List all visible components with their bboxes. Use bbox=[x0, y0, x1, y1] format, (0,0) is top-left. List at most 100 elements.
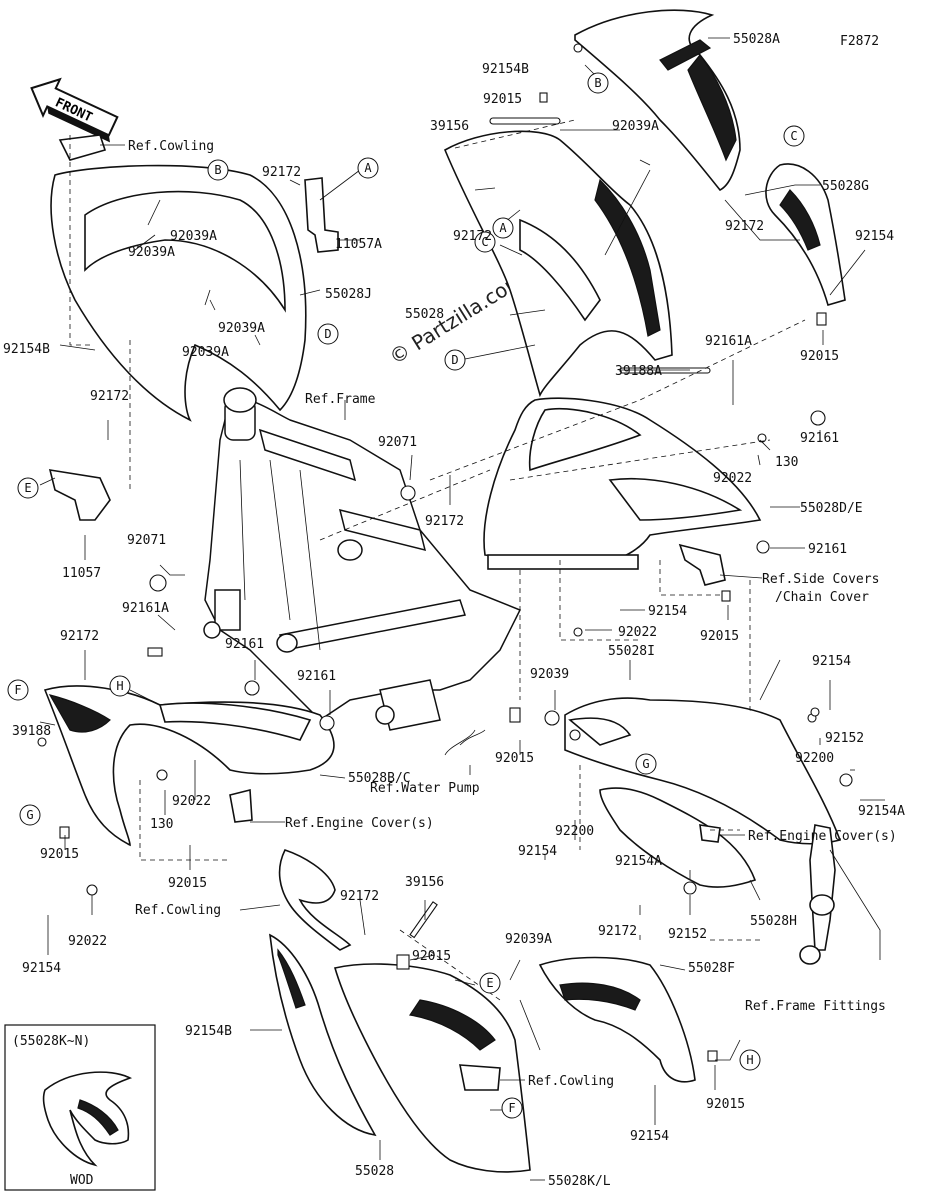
label-92022: 92022 bbox=[618, 625, 657, 640]
label-92161: 92161 bbox=[800, 431, 839, 446]
label-92172: 92172 bbox=[598, 924, 637, 939]
label-92039A: 92039A bbox=[218, 321, 265, 336]
lower-front-cowl-55028 bbox=[269, 933, 377, 1137]
svg-text:G: G bbox=[642, 757, 649, 771]
label-55028K-L: 55028K/L bbox=[548, 1174, 611, 1189]
callout-E-left: E bbox=[17, 477, 39, 499]
frame-fittings bbox=[799, 824, 836, 965]
callout-A-top: A bbox=[357, 157, 379, 179]
label-55028: 55028 bbox=[405, 307, 444, 322]
callout-G-right: G bbox=[635, 753, 657, 775]
callout-C-mid: C bbox=[474, 231, 496, 253]
side-cowl-center bbox=[443, 130, 673, 398]
callout-B-left: B bbox=[207, 159, 229, 181]
label-92154: 92154 bbox=[648, 604, 687, 619]
svg-text:E: E bbox=[486, 976, 493, 990]
small-cover-55028F bbox=[538, 956, 696, 1083]
callout-D-left: D bbox=[317, 323, 339, 345]
label-55028F: 55028F bbox=[688, 961, 735, 976]
label-11057: 11057 bbox=[62, 566, 101, 581]
label-92152: 92152 bbox=[825, 731, 864, 746]
callout-D-mid: D bbox=[444, 349, 466, 371]
label-39188A: 39188A bbox=[615, 364, 662, 379]
label-92039A: 92039A bbox=[612, 119, 659, 134]
ref-cowling: Ref.Cowling bbox=[135, 903, 221, 918]
ref-chain-cover: /Chain Cover bbox=[775, 590, 869, 605]
label-92071: 92071 bbox=[127, 533, 166, 548]
label-92015: 92015 bbox=[706, 1097, 745, 1112]
figure-code: F2872 bbox=[840, 34, 879, 49]
svg-text:H: H bbox=[746, 1053, 753, 1067]
label-92200: 92200 bbox=[795, 751, 834, 766]
label-55028: 55028 bbox=[355, 1164, 394, 1179]
svg-text:H: H bbox=[116, 679, 123, 693]
label-92015: 92015 bbox=[168, 876, 207, 891]
callout-F-left: F bbox=[7, 679, 29, 701]
label-92039A: 92039A bbox=[170, 229, 217, 244]
label-55028A: 55028A bbox=[733, 32, 780, 47]
label-39156: 39156 bbox=[405, 875, 444, 890]
cowling-bracket-top bbox=[58, 134, 107, 161]
label-92022: 92022 bbox=[172, 794, 211, 809]
side-cover-bracket bbox=[678, 543, 726, 586]
label-39156: 39156 bbox=[430, 119, 469, 134]
label-92154: 92154 bbox=[812, 654, 851, 669]
under-cowl-55028H bbox=[599, 787, 757, 888]
label-92154B: 92154B bbox=[185, 1024, 232, 1039]
lower-side-cowl-55028KL bbox=[333, 963, 531, 1173]
inset-caption: WOD bbox=[70, 1173, 94, 1188]
label-92154: 92154 bbox=[518, 844, 557, 859]
label-55028D-E: 55028D/E bbox=[800, 501, 863, 516]
label-92154B: 92154B bbox=[482, 62, 529, 77]
front-arrow-icon: FRONT bbox=[30, 77, 119, 143]
callout-H-left: H bbox=[109, 675, 131, 697]
ref-side-covers: Ref.Side Covers bbox=[762, 572, 879, 587]
label-55028H: 55028H bbox=[750, 914, 797, 929]
label-55028I: 55028I bbox=[608, 644, 655, 659]
label-39188: 39188 bbox=[12, 724, 51, 739]
svg-text:F: F bbox=[508, 1101, 515, 1115]
label-92161A: 92161A bbox=[705, 334, 752, 349]
frame-assembly bbox=[203, 387, 522, 731]
inset-variant-box: (55028K~N) WOD bbox=[4, 1024, 156, 1191]
cowling-bracket bbox=[278, 849, 352, 951]
label-92152: 92152 bbox=[668, 927, 707, 942]
engine-cover-bracket-right bbox=[699, 824, 721, 843]
ref-engine-cover: Ref.Engine Cover(s) bbox=[285, 816, 434, 831]
ref-water-pump: Ref.Water Pump bbox=[370, 781, 480, 796]
water-pump-hose bbox=[444, 729, 486, 756]
label-92022: 92022 bbox=[68, 934, 107, 949]
label-92200: 92200 bbox=[555, 824, 594, 839]
small-cover-55028G bbox=[765, 163, 846, 306]
label-92154A: 92154A bbox=[858, 804, 905, 819]
label-92161: 92161 bbox=[225, 637, 264, 652]
svg-text:A: A bbox=[499, 221, 507, 235]
cowling-bracket-low bbox=[459, 1064, 501, 1091]
label-11057A: 11057A bbox=[335, 237, 382, 252]
callout-G-left: G bbox=[19, 804, 41, 826]
label-92172: 92172 bbox=[262, 165, 301, 180]
label-92022: 92022 bbox=[713, 471, 752, 486]
label-92015: 92015 bbox=[412, 949, 451, 964]
label-92161: 92161 bbox=[297, 669, 336, 684]
svg-text:C: C bbox=[790, 129, 797, 143]
label-92154: 92154 bbox=[22, 961, 61, 976]
ref-frame-fittings: Ref.Frame Fittings bbox=[745, 999, 886, 1014]
label-92015: 92015 bbox=[700, 629, 739, 644]
ref-cowling: Ref.Cowling bbox=[528, 1074, 614, 1089]
part-labels: 55028A 92154B 92015 39156 92039A 55028G … bbox=[3, 32, 905, 1189]
callout-F-low: F bbox=[501, 1097, 523, 1119]
label-92172: 92172 bbox=[60, 629, 99, 644]
svg-text:C: C bbox=[481, 235, 488, 249]
ref-engine-cover: Ref.Engine Cover(s) bbox=[748, 829, 897, 844]
lower-cowl-55028BC bbox=[43, 685, 335, 847]
svg-text:B: B bbox=[594, 76, 601, 90]
label-92161: 92161 bbox=[808, 542, 847, 557]
engine-cover-bracket-left bbox=[229, 788, 253, 823]
label-92039A: 92039A bbox=[505, 932, 552, 947]
label-92015: 92015 bbox=[483, 92, 522, 107]
label-92039A: 92039A bbox=[128, 245, 175, 260]
label-92039: 92039 bbox=[530, 667, 569, 682]
